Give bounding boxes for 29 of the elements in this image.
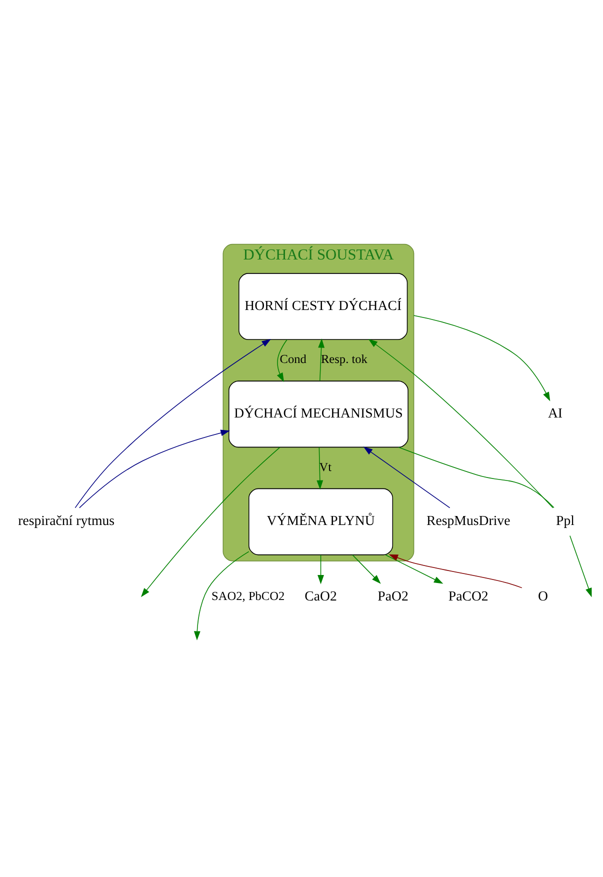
arrow [363, 446, 450, 508]
arrow [368, 338, 554, 508]
node-text: CaO2 [304, 588, 337, 603]
arrow [318, 554, 324, 584]
node-text: respirační rytmus [18, 512, 115, 528]
node-text: PaCO2 [448, 588, 488, 603]
arrow [413, 314, 550, 401]
arrow [385, 554, 444, 584]
arrow [318, 338, 325, 381]
arrow [276, 338, 288, 382]
arrow [316, 446, 324, 490]
arrow [74, 338, 271, 508]
arrow [388, 554, 522, 588]
connector [398, 446, 554, 508]
node-text: PaO2 [378, 588, 408, 603]
node-box: HORNÍ CESTY DÝCHACÍ [238, 272, 408, 340]
node-text: AI [548, 405, 563, 420]
edge-label: Resp. tok [320, 352, 368, 366]
node-text: Ppl [556, 512, 574, 528]
arrow [570, 534, 592, 597]
edge-label: Cond [280, 352, 306, 366]
arrow [352, 554, 381, 584]
edge-label: SAO2, PbCO2 [212, 588, 285, 603]
node-text: O [538, 588, 548, 603]
node-box: DÝCHACÍ MECHANISMUS [228, 380, 408, 448]
node-box: VÝMĚNA PLYNŮ [248, 488, 394, 555]
node-text: RespMusDrive [426, 512, 510, 528]
arrow [79, 429, 230, 508]
arrow [140, 446, 280, 597]
